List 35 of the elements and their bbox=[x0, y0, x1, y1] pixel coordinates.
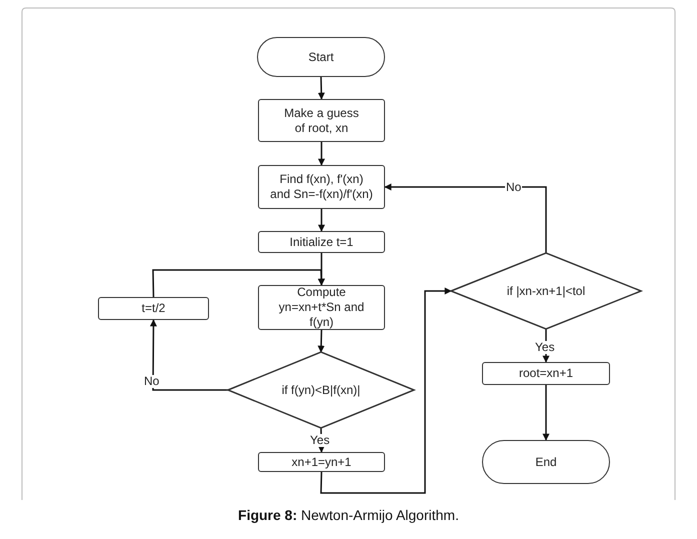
node-text: Compute yn=xn+t*Sn and f(yn) bbox=[278, 285, 366, 330]
node-text: Start bbox=[307, 50, 335, 64]
node-text: Initialize t=1 bbox=[288, 234, 354, 250]
process-box bbox=[258, 285, 385, 330]
node-text: xn+1=yn+1 bbox=[290, 454, 352, 470]
arrow bbox=[320, 288, 452, 494]
arrow bbox=[318, 209, 325, 232]
figure-caption: Figure 8: Newton-Armijo Algorithm. bbox=[237, 507, 460, 523]
process-box bbox=[258, 231, 385, 253]
arrow bbox=[150, 319, 228, 391]
node-text: if |xn-xn+1|<tol bbox=[506, 284, 586, 298]
arrow bbox=[318, 253, 325, 286]
node-text: if f(yn)<B|f(xn)| bbox=[282, 382, 360, 398]
arrow bbox=[152, 269, 325, 298]
node-text: End bbox=[534, 454, 558, 470]
node-text: root=xn+1 bbox=[518, 366, 574, 381]
arrow bbox=[542, 385, 550, 441]
edge-label: No bbox=[505, 181, 522, 194]
terminal-shape bbox=[257, 37, 385, 77]
edge-label: No bbox=[143, 375, 160, 388]
node-text: t=t/2 bbox=[140, 301, 166, 316]
arrow bbox=[318, 76, 325, 100]
terminal-shape bbox=[482, 440, 610, 484]
process-box bbox=[258, 452, 385, 472]
edge-label: Yes bbox=[534, 341, 556, 354]
edge-label: Yes bbox=[309, 434, 331, 447]
process-box bbox=[482, 362, 610, 385]
process-box bbox=[258, 99, 385, 142]
process-box bbox=[98, 297, 209, 320]
arrow bbox=[318, 142, 325, 166]
node-text: Make a guess of root, xn bbox=[283, 106, 360, 136]
arrow bbox=[384, 184, 547, 253]
arrow bbox=[318, 330, 325, 353]
node-text: Find f(xn), f'(xn) and Sn=-f(xn)/f'(xn) bbox=[269, 172, 374, 202]
process-box bbox=[258, 165, 385, 209]
